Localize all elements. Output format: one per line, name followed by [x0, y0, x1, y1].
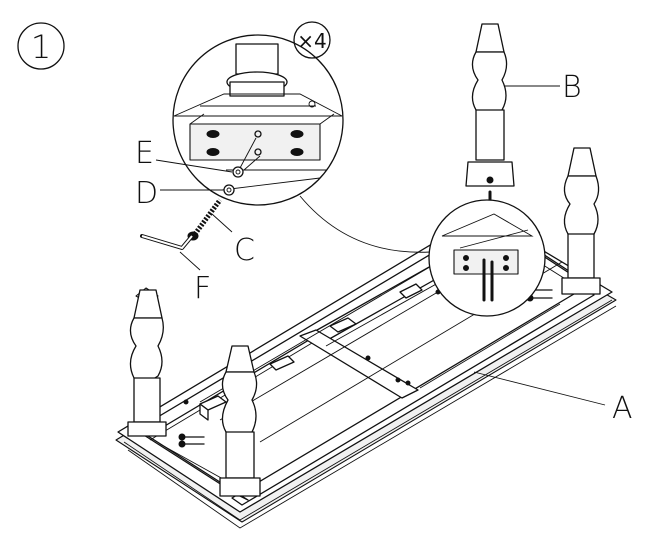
washer-e: E — [135, 136, 261, 178]
bolt-c: C — [187, 198, 255, 268]
table-frame: A — [115, 213, 633, 529]
detail-connector — [299, 195, 431, 253]
leg-b: B — [465, 23, 582, 223]
quantity-badge: ×4 — [293, 21, 331, 59]
bolt-icon — [178, 433, 205, 448]
washer-d: D — [135, 176, 235, 211]
part-label-c: C — [234, 233, 255, 268]
step-badge: 1 — [17, 22, 65, 70]
detail-target-circle — [428, 199, 546, 317]
mount-block — [199, 283, 423, 421]
step-number: 1 — [31, 28, 51, 66]
part-label-e: E — [135, 136, 154, 171]
quantity-text: ×4 — [297, 29, 326, 53]
part-label-f: F — [194, 271, 211, 306]
detail-magnified-circle — [172, 34, 344, 206]
part-label-a: A — [612, 391, 633, 426]
leg-back-left — [127, 287, 167, 437]
part-label-d: D — [135, 176, 158, 211]
allen-key-icon: F — [140, 234, 211, 306]
part-label-b: B — [562, 70, 582, 105]
leg-front-left — [178, 345, 261, 497]
